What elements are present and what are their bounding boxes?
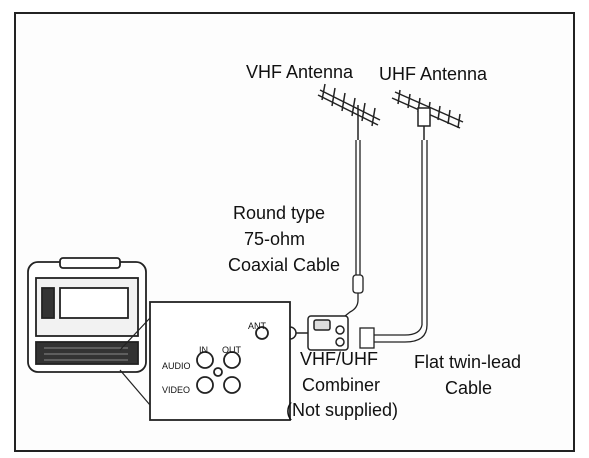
uhf-antenna-label: UHF Antenna bbox=[379, 64, 488, 84]
ant-port-label: ANT bbox=[248, 321, 266, 331]
twin-lead-cable bbox=[359, 140, 428, 349]
out-label: OUT bbox=[222, 345, 241, 355]
vhf-antenna-icon bbox=[317, 83, 381, 140]
twinlead-label-line2: Cable bbox=[445, 378, 493, 398]
twinlead-label-line1: Flat twin-lead bbox=[414, 352, 522, 372]
video-label: VIDEO bbox=[162, 385, 191, 395]
combiner-label-line1: VHF/UHF bbox=[300, 349, 378, 369]
coax-label-line3: Coaxial Cable bbox=[228, 255, 341, 275]
coaxial-cable bbox=[344, 140, 364, 317]
combiner-label-line3: (Not supplied) bbox=[286, 400, 399, 420]
in-label: IN bbox=[199, 345, 208, 355]
combiner-icon bbox=[283, 315, 349, 351]
diagram-frame bbox=[14, 12, 575, 452]
vhf-antenna-label: VHF Antenna bbox=[246, 62, 354, 82]
audio-label: AUDIO bbox=[162, 361, 191, 371]
rear-panel bbox=[119, 301, 291, 421]
uhf-antenna-icon bbox=[391, 89, 464, 140]
combiner-label-line2: Combiner bbox=[302, 375, 381, 395]
coax-label-line2: 75-ohm bbox=[244, 229, 306, 249]
coax-label-line1: Round type bbox=[233, 203, 326, 223]
tv-vcr-unit-icon bbox=[27, 257, 147, 373]
